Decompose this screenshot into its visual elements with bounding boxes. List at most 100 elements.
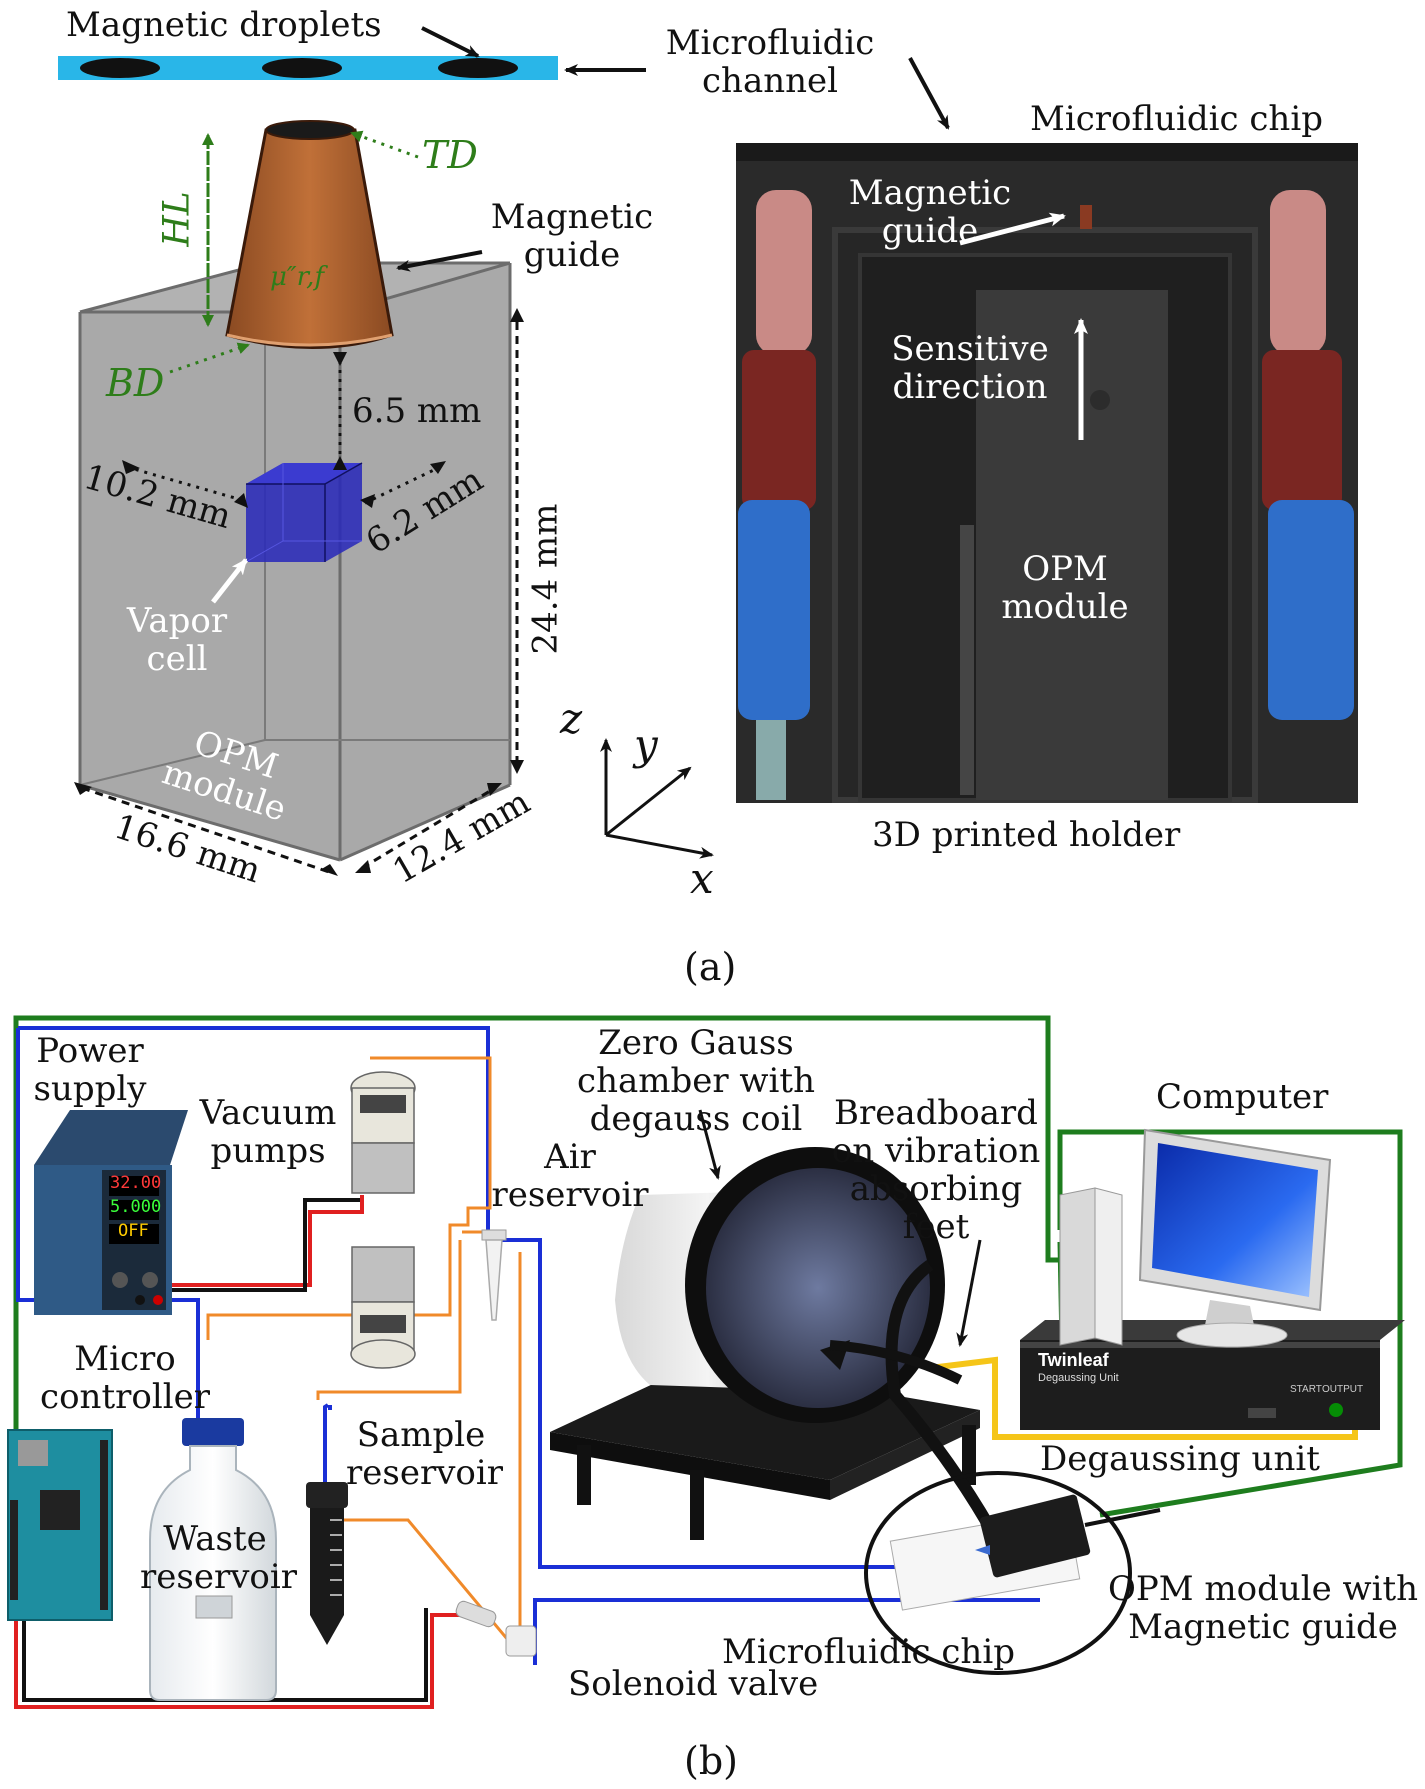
opm-module-guide-label-line1: OPM module with <box>1108 1569 1419 1609</box>
magnetic-guide-cone <box>225 120 394 349</box>
photo-magnetic-guide-label: Magnetic guide <box>830 174 1030 250</box>
sensitive-direction-label: Sensitive direction <box>870 330 1070 406</box>
microfluidic-channel-label-line1: Microfluidic <box>665 23 875 63</box>
opm-cable <box>1084 1508 1161 1527</box>
sensitive-direction-line1: Sensitive <box>891 329 1049 369</box>
solenoid-valve-label: Solenoid valve <box>568 1664 819 1704</box>
psu-readout-3: OFF <box>118 1221 149 1241</box>
photo-magnetic-guide-line2: guide <box>881 211 979 251</box>
waste-reservoir-label-line1: Waste <box>163 1519 267 1559</box>
microcontroller-label: Micro controller <box>40 1340 210 1416</box>
zero-gauss-chamber <box>550 1147 1011 1558</box>
dim-12-4-line <box>361 786 496 870</box>
gauss-arrow <box>698 1109 721 1180</box>
magnetic-droplets-label: Magnetic droplets <box>66 5 382 45</box>
dim-10-2-line <box>126 465 243 502</box>
droplet <box>262 58 342 78</box>
magnetic-guide-label-line2: guide <box>523 235 621 275</box>
vapor-cell-label: Vapor cell <box>112 602 242 678</box>
opm-photo <box>736 143 1358 803</box>
vacuum-pumps-label-line1: Vacuum <box>199 1093 337 1133</box>
degaussing-unit-label: Degaussing unit <box>1040 1439 1320 1479</box>
vapor-cell-arrow <box>211 558 248 604</box>
sample-reservoir-label-line1: Sample <box>356 1415 486 1455</box>
axes-triad <box>600 738 714 859</box>
microcontroller-board <box>7 1429 113 1621</box>
opm-module-guide-label: OPM module with Magnetic guide <box>1108 1570 1418 1646</box>
photo-magnetic-guide-line1: Magnetic <box>848 173 1012 213</box>
zero-gauss-label-line2: chamber with <box>577 1061 815 1101</box>
breadboard-label-line2: on vibration <box>831 1131 1041 1171</box>
breadboard-label-line3: absorbing <box>849 1169 1023 1209</box>
sensitive-direction-line2: direction <box>892 367 1048 407</box>
breadboard-label-line1: Breadboard <box>834 1093 1038 1133</box>
vapor-cell-label-line2: cell <box>146 639 208 679</box>
droplet <box>438 58 518 78</box>
caption-a: (a) <box>684 945 737 989</box>
opm-module-guide-label-line2: Magnetic guide <box>1128 1607 1398 1647</box>
sample-reservoir-label-line2: reservoir <box>346 1453 504 1493</box>
opm-chip-zoom <box>864 1471 1132 1675</box>
air-reservoir-label: Air reservoir <box>490 1138 650 1214</box>
droplet <box>80 58 160 78</box>
degaussing-brand: Twinleaf <box>1038 1350 1109 1370</box>
sample-tube <box>306 1482 348 1645</box>
solenoid-valve <box>455 1600 537 1657</box>
magnetic-guide-label-line1: Magnetic <box>490 197 654 237</box>
waste-bottle <box>149 1418 277 1701</box>
axis-x-label: x <box>690 854 714 903</box>
psu-readout-2: 5.000 <box>110 1197 162 1217</box>
hl-label: HL <box>156 191 198 247</box>
vacuum-pump-1 <box>350 1071 416 1194</box>
computer-label: Computer <box>1156 1077 1329 1117</box>
vapor-cell-label-line1: Vapor <box>126 601 228 641</box>
power-supply-device <box>34 1110 188 1315</box>
air-reservoir-tube <box>481 1229 507 1321</box>
air-reservoir-label-line2: reservoir <box>491 1175 649 1215</box>
degaussing-output: OUTPUT <box>1322 1384 1364 1395</box>
computer-device <box>1059 1128 1332 1348</box>
zero-gauss-label-line1: Zero Gauss <box>598 1023 794 1063</box>
axis-y-label: y <box>634 720 658 769</box>
holder-label: 3D printed holder <box>872 815 1181 855</box>
chip-arrow <box>908 57 950 130</box>
microfluidic-channel-label: Microfluidic channel <box>650 24 890 100</box>
sample-reservoir-label: Sample reservoir <box>346 1415 504 1493</box>
droplet-arrow <box>421 26 480 58</box>
microcontroller-label-line2: controller <box>40 1377 210 1417</box>
vacuum-pumps-label-line2: pumps <box>210 1131 326 1171</box>
power-supply-label-line1: Power <box>36 1031 144 1071</box>
td-label: TD <box>422 133 478 177</box>
power-supply-label-line2: supply <box>33 1069 147 1109</box>
axis-z-label: z <box>560 694 583 743</box>
magnetic-guide-label: Magnetic guide <box>482 198 662 274</box>
degaussing-sub: Degaussing Unit <box>1038 1372 1119 1384</box>
breadboard-label: Breadboard on vibration absorbing feet <box>826 1094 1046 1246</box>
power-supply-label: Power supply <box>22 1032 158 1108</box>
psu-readout-1: 32.00 <box>110 1173 162 1193</box>
guide-arrow <box>396 250 483 272</box>
microfluidic-chip-label: Microfluidic chip <box>1030 99 1323 139</box>
photo-opm-module-line1: OPM <box>1022 549 1108 589</box>
zero-gauss-label-line3: degauss coil <box>589 1099 803 1139</box>
caption-b: (b) <box>684 1739 738 1783</box>
breadboard-arrow <box>956 1239 982 1347</box>
dim-16-6-line <box>81 786 333 875</box>
air-reservoir-label-line1: Air <box>544 1137 596 1177</box>
vacuum-pumps-label: Vacuum pumps <box>188 1094 348 1170</box>
microfluidic-chip-b-label: Microfluidic chip <box>722 1632 1015 1672</box>
photo-opm-module-label: OPM module <box>985 550 1145 626</box>
waste-reservoir-label: Waste reservoir <box>140 1519 298 1597</box>
bd-label: BD <box>106 361 165 405</box>
degaussing-start: START <box>1290 1384 1322 1395</box>
vapor-cell-cube <box>245 462 363 563</box>
microcontroller-label-line1: Micro <box>74 1339 176 1379</box>
permeability-label: μ″r,f <box>270 262 325 292</box>
vacuum-pump-2 <box>350 1246 416 1369</box>
microfluidic-channel-label-line2: channel <box>702 61 838 101</box>
dim-24-4-label: 24.4 mm <box>525 503 566 655</box>
waste-reservoir-label-line2: reservoir <box>140 1557 298 1597</box>
zero-gauss-label: Zero Gauss chamber with degauss coil <box>576 1024 816 1138</box>
photo-opm-module-line2: module <box>1001 587 1129 627</box>
